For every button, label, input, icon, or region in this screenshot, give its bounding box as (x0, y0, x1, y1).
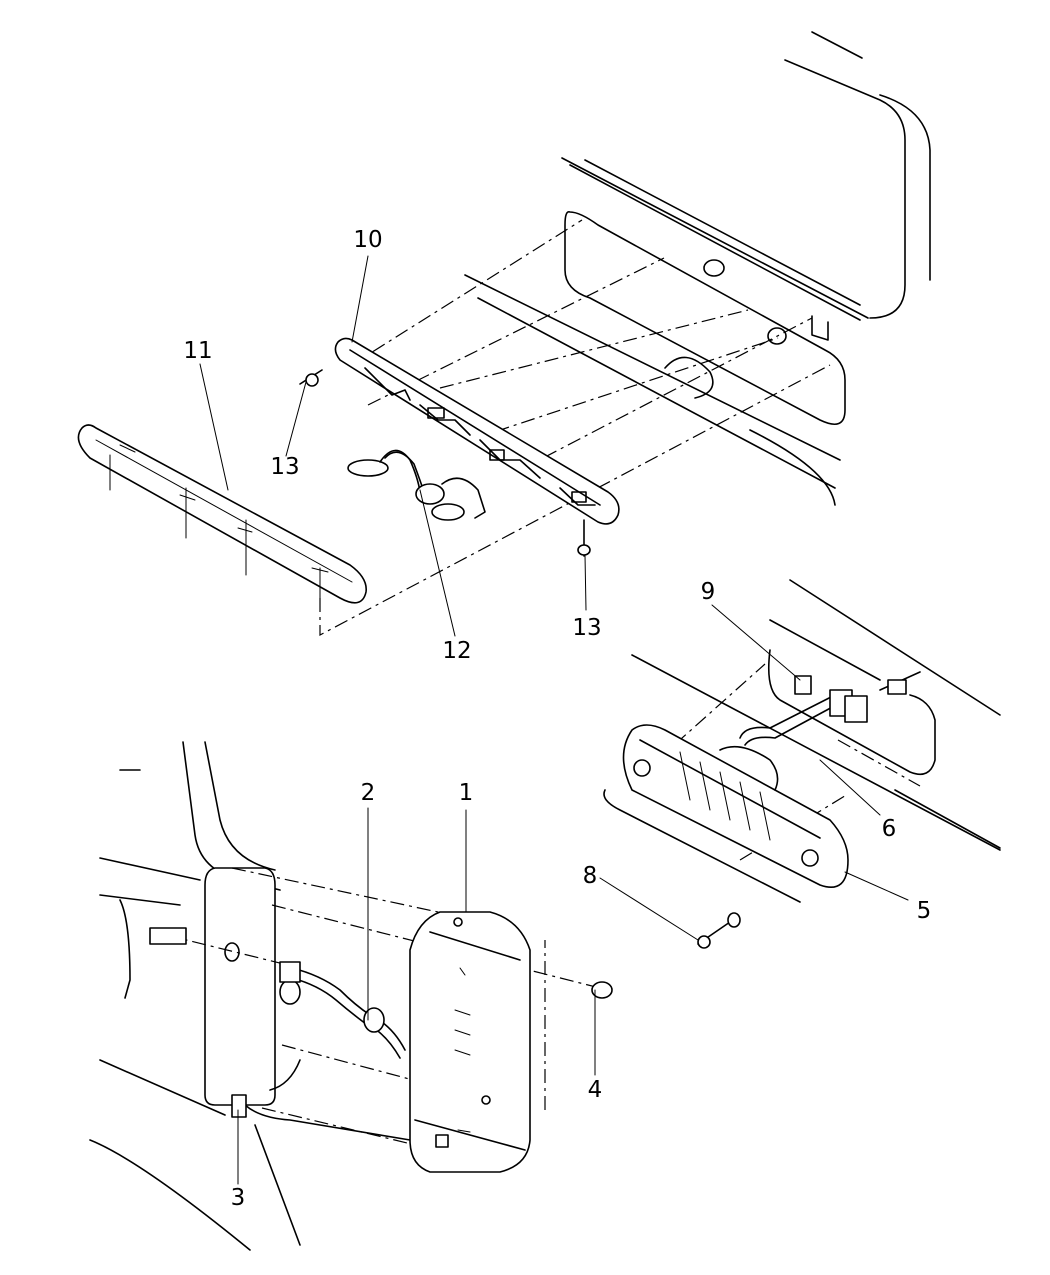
callout-12: 12 (442, 638, 471, 664)
callout-9: 9 (701, 579, 716, 605)
callout-2: 2 (361, 780, 376, 806)
callout-13-right: 13 (572, 615, 601, 641)
callout-3: 3 (231, 1185, 246, 1211)
chmsl-lamp (603, 724, 849, 903)
bulb-socket-harness (347, 449, 486, 521)
clip-9 (794, 675, 812, 695)
screw-13-left (299, 369, 323, 387)
callout-1: 1 (459, 780, 474, 806)
leader-lines (199, 255, 909, 1185)
callout-labels: 1 2 3 4 5 6 8 9 10 11 12 13 13 (183, 227, 931, 1211)
screw-8 (697, 912, 741, 949)
tail-lamp-harness (149, 927, 406, 1059)
chmsl-wiring (739, 671, 921, 746)
high-mount-lamp-lens (77, 424, 367, 604)
callout-13-left: 13 (270, 454, 299, 480)
high-mount-lamp-housing (334, 337, 620, 525)
screw-13-right (577, 519, 591, 557)
callout-11: 11 (183, 338, 212, 364)
vehicle-body-rear-corner (89, 741, 411, 1251)
callout-10: 10 (353, 227, 382, 253)
vehicle-body-top (319, 31, 931, 636)
vehicle-body-right (631, 579, 1001, 861)
callout-6: 6 (882, 816, 897, 842)
bulb-4 (591, 981, 613, 999)
callout-4: 4 (588, 1077, 603, 1103)
tail-lamp-assembly (409, 911, 531, 1173)
clip-3 (231, 1094, 247, 1118)
callout-8: 8 (583, 863, 598, 889)
callout-5: 5 (917, 898, 932, 924)
